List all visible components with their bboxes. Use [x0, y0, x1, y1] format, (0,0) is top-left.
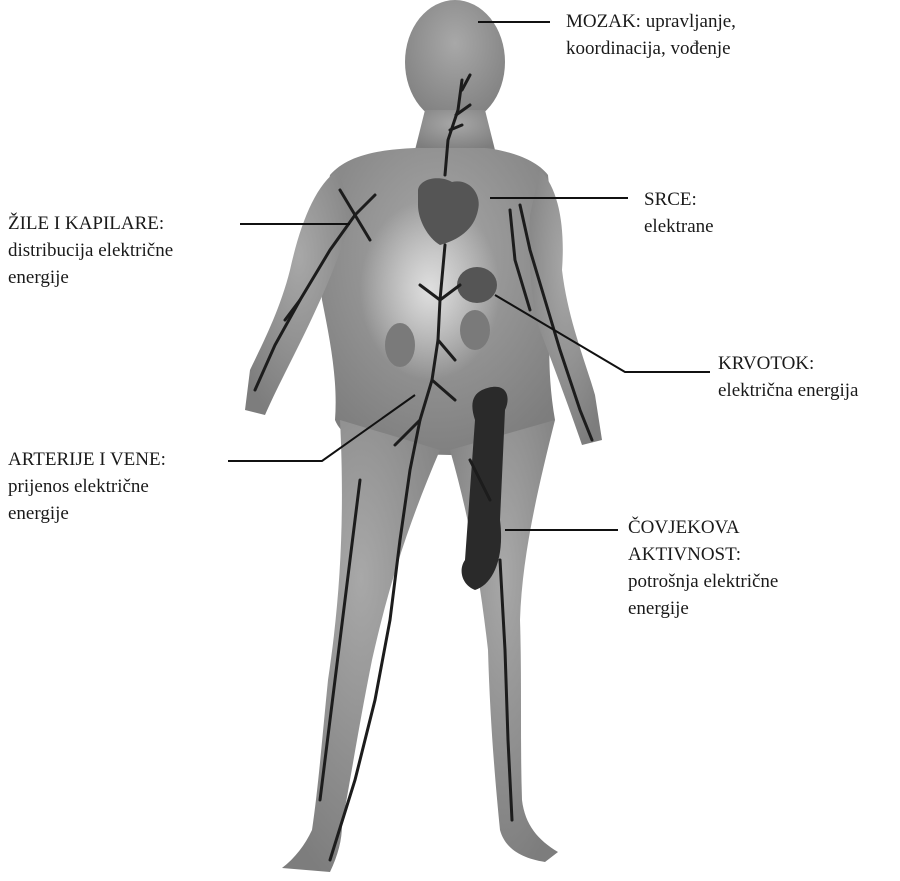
label-zile-desc-2: energije [8, 264, 173, 291]
label-zile: ŽILE I KAPILARE: distribucija električne… [8, 210, 173, 291]
label-mozak-desc: koordinacija, vođenje [566, 35, 736, 62]
label-mozak: MOZAK: upravljanje, koordinacija, vođenj… [566, 8, 736, 62]
label-arterije-desc-2: energije [8, 500, 166, 527]
label-aktivnost: ČOVJEKOVA AKTIVNOST: potrošnja električn… [628, 514, 778, 622]
head [405, 0, 505, 124]
liver [457, 267, 497, 303]
label-arterije-desc-1: prijenos električne [8, 473, 166, 500]
label-zile-desc-1: distribucija električne [8, 237, 173, 264]
label-srce-desc: elektrane [644, 213, 714, 240]
label-arterije: ARTERIJE I VENE: prijenos električne ene… [8, 446, 166, 527]
label-aktivnost-desc-1: potrošnja električne [628, 568, 778, 595]
label-arterije-title: ARTERIJE I VENE: [8, 446, 166, 473]
label-aktivnost-desc-2: energije [628, 595, 778, 622]
label-mozak-title: MOZAK: upravljanje, [566, 8, 736, 35]
label-krvotok-title: KRVOTOK: [718, 350, 859, 377]
leg-left [282, 420, 440, 872]
kidney-right [460, 310, 490, 350]
label-srce-title: SRCE: [644, 186, 714, 213]
label-krvotok: KRVOTOK: električna energija [718, 350, 859, 404]
body-silhouette [245, 0, 602, 872]
label-zile-title: ŽILE I KAPILARE: [8, 210, 173, 237]
label-krvotok-desc: električna energija [718, 377, 859, 404]
label-aktivnost-title-2: AKTIVNOST: [628, 541, 778, 568]
kidney-left [385, 323, 415, 367]
label-aktivnost-title-1: ČOVJEKOVA [628, 514, 778, 541]
label-srce: SRCE: elektrane [644, 186, 714, 240]
